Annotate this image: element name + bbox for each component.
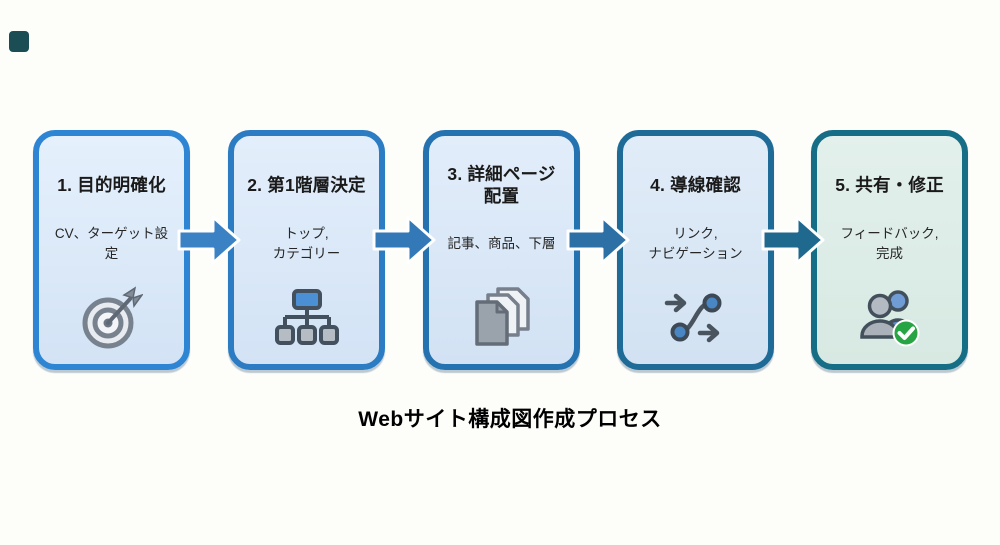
flow-arrow-icon (372, 215, 436, 265)
step-subtitle: CV、ターゲット設 定 (54, 225, 169, 261)
step-title: 4. 導線確認 (650, 175, 741, 196)
flow-arrow-icon (761, 215, 825, 265)
target-icon (81, 281, 143, 355)
step-subtitle: フィードバック, 完成 (840, 225, 939, 261)
caption-row: Webサイト構成図作成プロセス (0, 403, 1000, 433)
step-card-3: 3. 詳細ページ 配置 記事、商品、下層 (423, 130, 580, 370)
step-card-1: 1. 目的明確化 CV、ターゲット設 定 (33, 130, 190, 370)
caption: Webサイト構成図作成プロセス (358, 408, 662, 431)
step-title: 3. 詳細ページ 配置 (447, 164, 556, 206)
route-icon (664, 281, 728, 355)
step-title: 2. 第1階層決定 (247, 175, 366, 196)
step-card-5: 5. 共有・修正 フィードバック, 完成 (811, 130, 968, 370)
step-card-2: 2. 第1階層決定 トップ, カテゴリー (228, 130, 385, 370)
step-title: 5. 共有・修正 (835, 175, 944, 196)
flow-arrow-icon (177, 215, 241, 265)
corner-mark (9, 31, 29, 52)
pages-icon (472, 281, 532, 355)
people-check-icon (858, 281, 922, 355)
step-subtitle: 記事、商品、下層 (447, 235, 556, 251)
step-subtitle: リンク, ナビゲーション (648, 225, 743, 261)
step-title: 1. 目的明確化 (57, 175, 166, 196)
flow-arrow-icon (566, 215, 630, 265)
step-subtitle: トップ, カテゴリー (272, 225, 341, 261)
sitemap-icon (274, 281, 339, 355)
caption-line-right (684, 417, 962, 419)
caption-line-left (38, 417, 336, 419)
step-card-4: 4. 導線確認 リンク, ナビゲーション (617, 130, 774, 370)
